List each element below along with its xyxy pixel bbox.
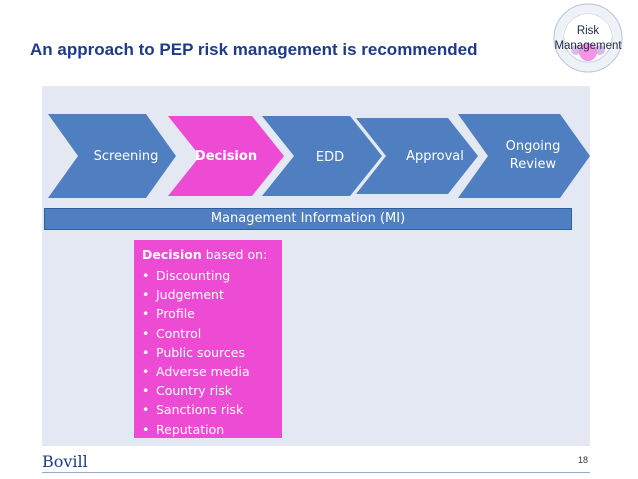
step-approval-chevron [356, 118, 478, 194]
list-item: •Reputation [142, 421, 225, 437]
list-item-text: Public sources [156, 344, 245, 360]
page-number: 18 [578, 455, 589, 465]
decision-box-heading-bold: Decision [142, 247, 202, 262]
list-item-text: Profile [156, 306, 195, 322]
bovill-logo: Bovill [42, 452, 88, 471]
list-item: •Adverse media [142, 364, 250, 380]
step-decision-chevron [168, 116, 284, 196]
badge-label: Risk Management [548, 24, 628, 54]
list-item: •Judgement [142, 287, 224, 303]
list-item: •Profile [142, 306, 195, 322]
list-item-text: Sanctions risk [156, 402, 244, 418]
list-item: •Discounting [142, 268, 231, 283]
badge-line1: Risk [576, 25, 600, 37]
step-ongoing-review-chevron [458, 114, 590, 198]
decision-box-heading: Decision based on: [142, 246, 274, 264]
list-item: •Sanctions risk [142, 402, 244, 418]
page-title: An approach to PEP risk management is re… [30, 40, 478, 59]
decision-criteria-list: •Discounting •Judgement •Profile •Contro… [142, 266, 274, 439]
list-item-text: Adverse media [156, 364, 250, 380]
list-item-text: Reputation [156, 421, 225, 437]
footer-divider [42, 472, 590, 473]
step-ongoing-review-label: Ongoing Review [500, 138, 566, 174]
step-approval-label: Approval [406, 149, 464, 164]
badge-line2: Management [554, 40, 622, 52]
list-item: •Public sources [142, 344, 245, 360]
decision-criteria-box: Decision based on: •Discounting •Judgeme… [134, 240, 282, 438]
list-item-text: Judgement [156, 287, 224, 303]
decision-box-heading-rest: based on: [201, 247, 268, 262]
step-ongoing-review-line1: Ongoing [505, 139, 561, 154]
step-decision-label: Decision [194, 149, 258, 164]
list-item: •Control [142, 325, 202, 341]
step-screening-chevron [48, 114, 176, 198]
step-screening-label: Screening [93, 149, 159, 164]
list-item-text: Country risk [156, 383, 232, 399]
step-edd-chevron [262, 116, 382, 196]
list-item-text: Discounting [156, 268, 231, 283]
list-item-text: Control [156, 325, 202, 341]
step-ongoing-review-line2: Review [509, 157, 557, 172]
step-edd-label: EDD [315, 150, 345, 165]
list-item: •Country risk [142, 383, 232, 399]
management-information-bar: Management Information (MI) [44, 208, 572, 230]
risk-management-badge [553, 3, 623, 73]
